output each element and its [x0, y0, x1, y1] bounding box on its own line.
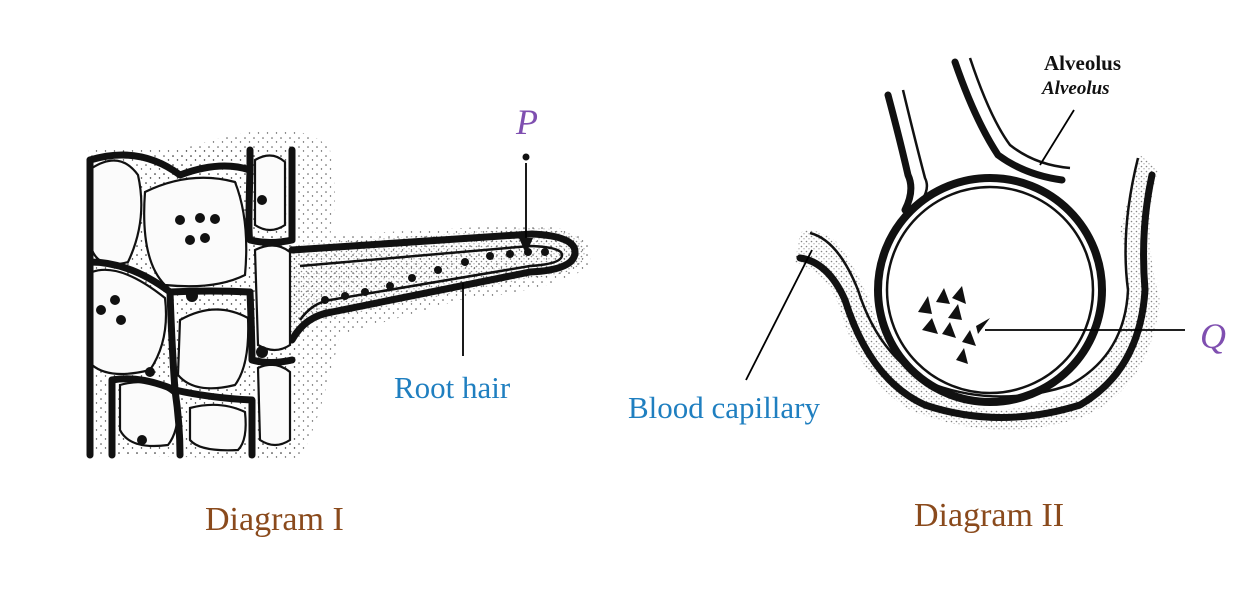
cell-top-left — [90, 159, 143, 266]
p-arrowhead — [519, 238, 533, 254]
nucleus-dots — [96, 195, 268, 445]
alveolus-leader-line — [1039, 109, 1075, 166]
caption-diagram-ii: Diagram II — [914, 497, 1064, 534]
alveolus-neck-left — [884, 91, 915, 214]
alveolus-neck-right-inner — [968, 57, 1071, 170]
blood-capillary-leader-line — [745, 249, 813, 381]
label-p: P — [515, 102, 538, 142]
cell-walls — [86, 146, 296, 459]
molecule-triangles — [918, 286, 990, 364]
cell-narrow-mid — [253, 244, 292, 352]
caption-diagram-i: Diagram I — [205, 501, 344, 538]
cell-bottom-left — [118, 380, 180, 448]
diagram-ii-alveolus — [745, 57, 1185, 430]
label-q: Q — [1200, 316, 1226, 356]
capillary-outer-wall — [796, 171, 1156, 421]
cell-center — [176, 308, 250, 390]
alveolus-neck-right — [951, 58, 1066, 184]
alveolus-neck-left-inner — [901, 89, 929, 201]
cell-bottom-right — [256, 363, 292, 447]
root-hair-inner-wall — [298, 244, 564, 321]
alveolus-outer-wall — [874, 174, 1106, 406]
label-alveolus: Alveolus — [1044, 51, 1121, 75]
label-alveolus-italic: Alveolus — [1041, 78, 1110, 99]
alveolus-inner-wall — [885, 185, 1095, 395]
cell-bottom-mid — [188, 403, 247, 452]
label-root-hair: Root hair — [394, 370, 511, 405]
p-point-dot — [522, 153, 530, 161]
capillary-band — [795, 155, 1160, 430]
cortex-cells — [90, 154, 292, 452]
cell-large-vacuolated — [143, 176, 248, 288]
cell-left-mid — [90, 268, 168, 376]
cell-narrow-top — [253, 154, 287, 232]
label-blood-capillary: Blood capillary — [628, 390, 820, 425]
root-hair-wall — [288, 230, 579, 344]
diagram-i-root-tissue — [86, 130, 592, 460]
